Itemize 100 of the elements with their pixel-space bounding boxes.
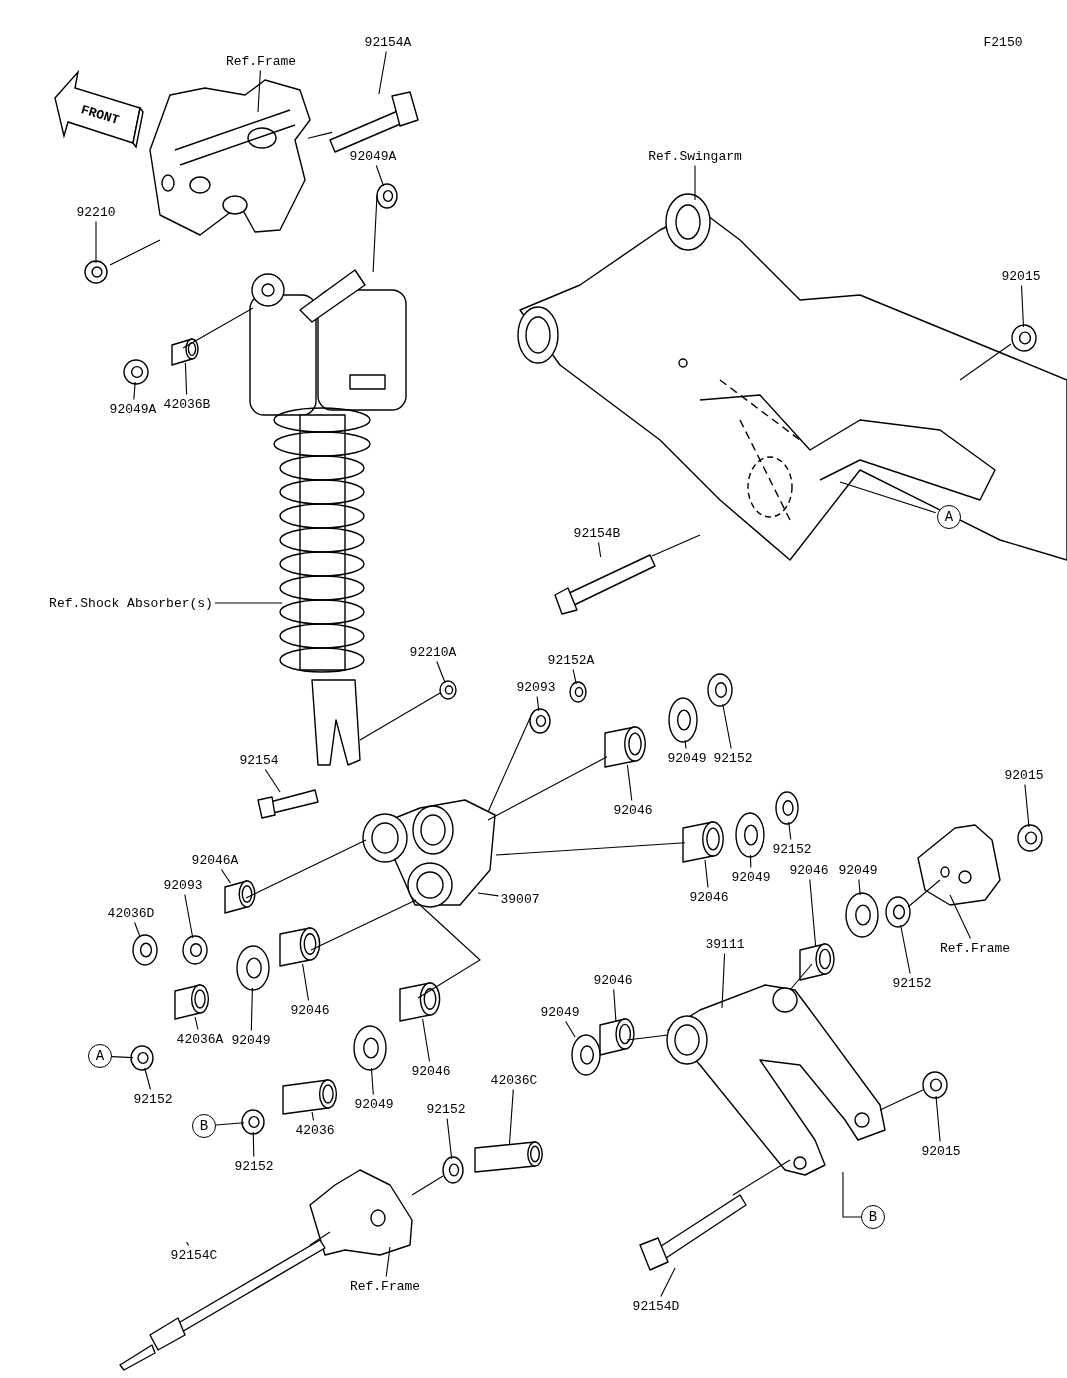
bearing-drawing <box>682 821 724 863</box>
leader-line <box>252 1131 255 1158</box>
bearing-drawing <box>604 726 646 768</box>
seal-drawing <box>236 945 270 991</box>
leader-line <box>184 893 194 939</box>
leader-line <box>370 1067 374 1096</box>
part-number: 92046 <box>593 972 633 988</box>
seal-drawing <box>735 812 765 858</box>
leader-line <box>214 602 283 604</box>
leader-line <box>257 69 261 113</box>
washer-drawing <box>707 673 733 707</box>
bolt-drawing <box>329 91 419 153</box>
bolt-drawing <box>257 789 319 819</box>
part-number: 92046 <box>411 1063 451 1079</box>
bearing-drawing <box>799 943 835 981</box>
leader-line <box>626 764 633 802</box>
leader-line <box>95 220 97 264</box>
rocker-arm-drawing <box>666 984 886 1176</box>
washer-drawing <box>885 896 911 928</box>
leader-line <box>264 768 281 793</box>
seal-drawing <box>529 708 551 734</box>
part-number: Ref.Shock Absorber(s) <box>49 595 213 611</box>
assembly-line <box>487 756 608 821</box>
leader-line <box>250 987 253 1032</box>
bearing-drawing <box>279 927 321 967</box>
leader-line <box>385 1246 391 1278</box>
part-number: Ref.Frame <box>349 1278 421 1294</box>
part-number: 92154A <box>364 34 412 50</box>
part-number: 39111 <box>705 936 745 952</box>
leader-line <box>839 481 937 514</box>
leader-line <box>446 1117 453 1160</box>
part-number: 92093 <box>516 679 556 695</box>
seal-drawing <box>353 1025 387 1071</box>
bolt-drawing <box>639 1194 747 1271</box>
leader-line <box>704 859 709 889</box>
washer-drawing <box>130 1045 154 1071</box>
frame-bracket-drawing <box>309 1169 413 1256</box>
leader-line <box>133 381 136 401</box>
nut-drawing <box>1011 324 1037 352</box>
collar-drawing <box>171 338 199 366</box>
part-number: 92152 <box>713 750 753 766</box>
part-number: 92152 <box>772 841 812 857</box>
part-number: 92049A <box>109 401 157 417</box>
washer-drawing <box>241 1109 265 1135</box>
leader-line <box>613 988 617 1022</box>
leader-line <box>536 695 540 712</box>
assembly-line <box>959 343 1012 381</box>
part-number: Ref.Frame <box>225 53 297 69</box>
leader-line <box>144 1067 152 1091</box>
collar-drawing <box>132 934 158 966</box>
part-number: 92049 <box>838 862 878 878</box>
leader-line <box>694 164 696 201</box>
seal-drawing <box>182 935 208 965</box>
leader-line <box>597 541 602 558</box>
part-number: 92154 <box>239 752 279 768</box>
assembly-line <box>411 1175 444 1196</box>
assembly-line <box>626 1034 669 1041</box>
bearing-drawing <box>399 982 441 1022</box>
assembly-line <box>182 307 254 349</box>
leader-line <box>311 1111 315 1122</box>
part-number: 92015 <box>1004 767 1044 783</box>
washer-drawing <box>775 791 799 825</box>
part-number: Ref.Frame <box>939 940 1011 956</box>
part-number: 92049 <box>540 1004 580 1020</box>
part-number: 92210A <box>409 644 457 660</box>
leader-line <box>422 1018 431 1063</box>
part-number: 92049 <box>354 1096 394 1112</box>
collar-drawing <box>282 1079 338 1115</box>
figure-code: F2150 <box>983 34 1023 50</box>
leader-line <box>1020 284 1025 328</box>
part-number: 92015 <box>1001 268 1041 284</box>
collar-drawing <box>474 1141 543 1173</box>
washer-drawing <box>442 1156 464 1184</box>
leader-line <box>660 1267 676 1298</box>
part-number: 92046 <box>613 802 653 818</box>
leader-line <box>378 50 387 95</box>
part-number: 92046 <box>689 889 729 905</box>
part-number: 92046A <box>191 852 239 868</box>
direction-label: FRONT <box>79 102 121 128</box>
leader-line <box>721 952 726 1009</box>
leader-line <box>935 1095 941 1143</box>
seal-drawing <box>376 183 398 209</box>
leader-line <box>220 868 232 884</box>
part-number: 92049A <box>349 148 397 164</box>
part-number: 92049 <box>731 869 771 885</box>
part-number: 92154B <box>573 525 621 541</box>
part-number: 92154C <box>170 1247 218 1263</box>
seal-drawing <box>845 892 879 938</box>
reference-mark: B <box>861 1205 885 1229</box>
leader-line <box>809 878 817 947</box>
seal-drawing <box>668 697 698 743</box>
assembly-line <box>907 879 941 908</box>
part-number: 92152A <box>547 652 595 668</box>
leader-line <box>302 963 310 1002</box>
assembly-line <box>879 1089 924 1111</box>
swingarm-drawing <box>517 193 1067 561</box>
leader-line <box>858 878 861 896</box>
assembly-line <box>307 131 333 139</box>
assembly-line <box>732 1159 791 1196</box>
bearing-drawing <box>224 880 256 914</box>
